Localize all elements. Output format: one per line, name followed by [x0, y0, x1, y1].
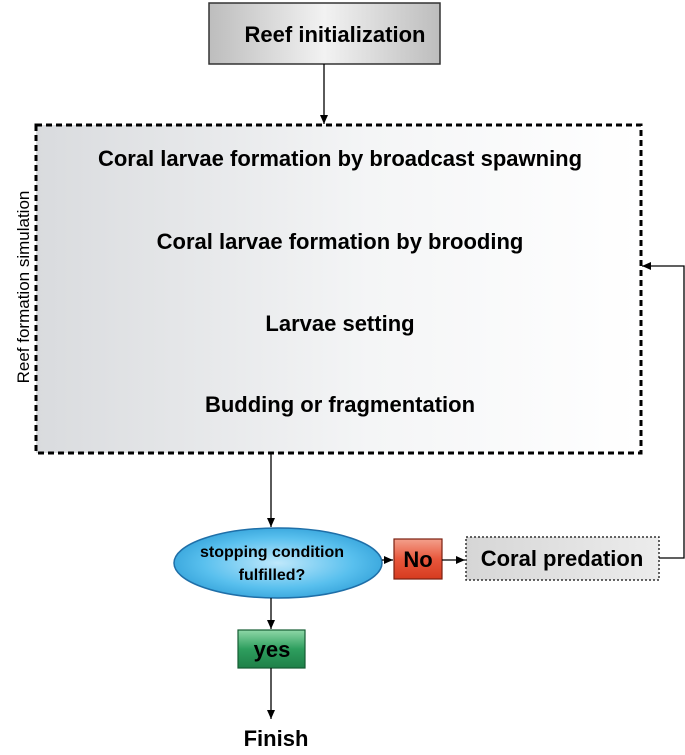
arrow-predation-to-simulation [642, 262, 685, 559]
yes-label: yes [254, 637, 291, 662]
decision-node: stopping condition fulfilled? [173, 527, 383, 599]
coral-predation-box: Coral predation [465, 536, 660, 581]
decision-label-line1: stopping condition [200, 544, 344, 561]
coral-predation-label: Coral predation [481, 546, 644, 571]
finish-label: Finish [244, 726, 309, 751]
reef-initialization-label: Reef initialization [245, 22, 426, 47]
step-budding-fragmentation: Budding or fragmentation [204, 392, 476, 417]
simulation-side-label: Reef formation simulation [14, 190, 33, 384]
simulation-box [34, 123, 643, 455]
reef-initialization-box: Reef initialization [208, 2, 441, 65]
step-brooding: Coral larvae formation by brooding [156, 229, 524, 254]
no-box: No [393, 538, 443, 580]
step-broadcast-spawning: Coral larvae formation by broadcast spaw… [97, 146, 583, 171]
yes-box: yes [237, 629, 306, 669]
decision-label-line2: fulfilled? [239, 567, 306, 584]
step-larvae-setting: Larvae setting [265, 311, 415, 336]
no-label: No [403, 547, 432, 572]
